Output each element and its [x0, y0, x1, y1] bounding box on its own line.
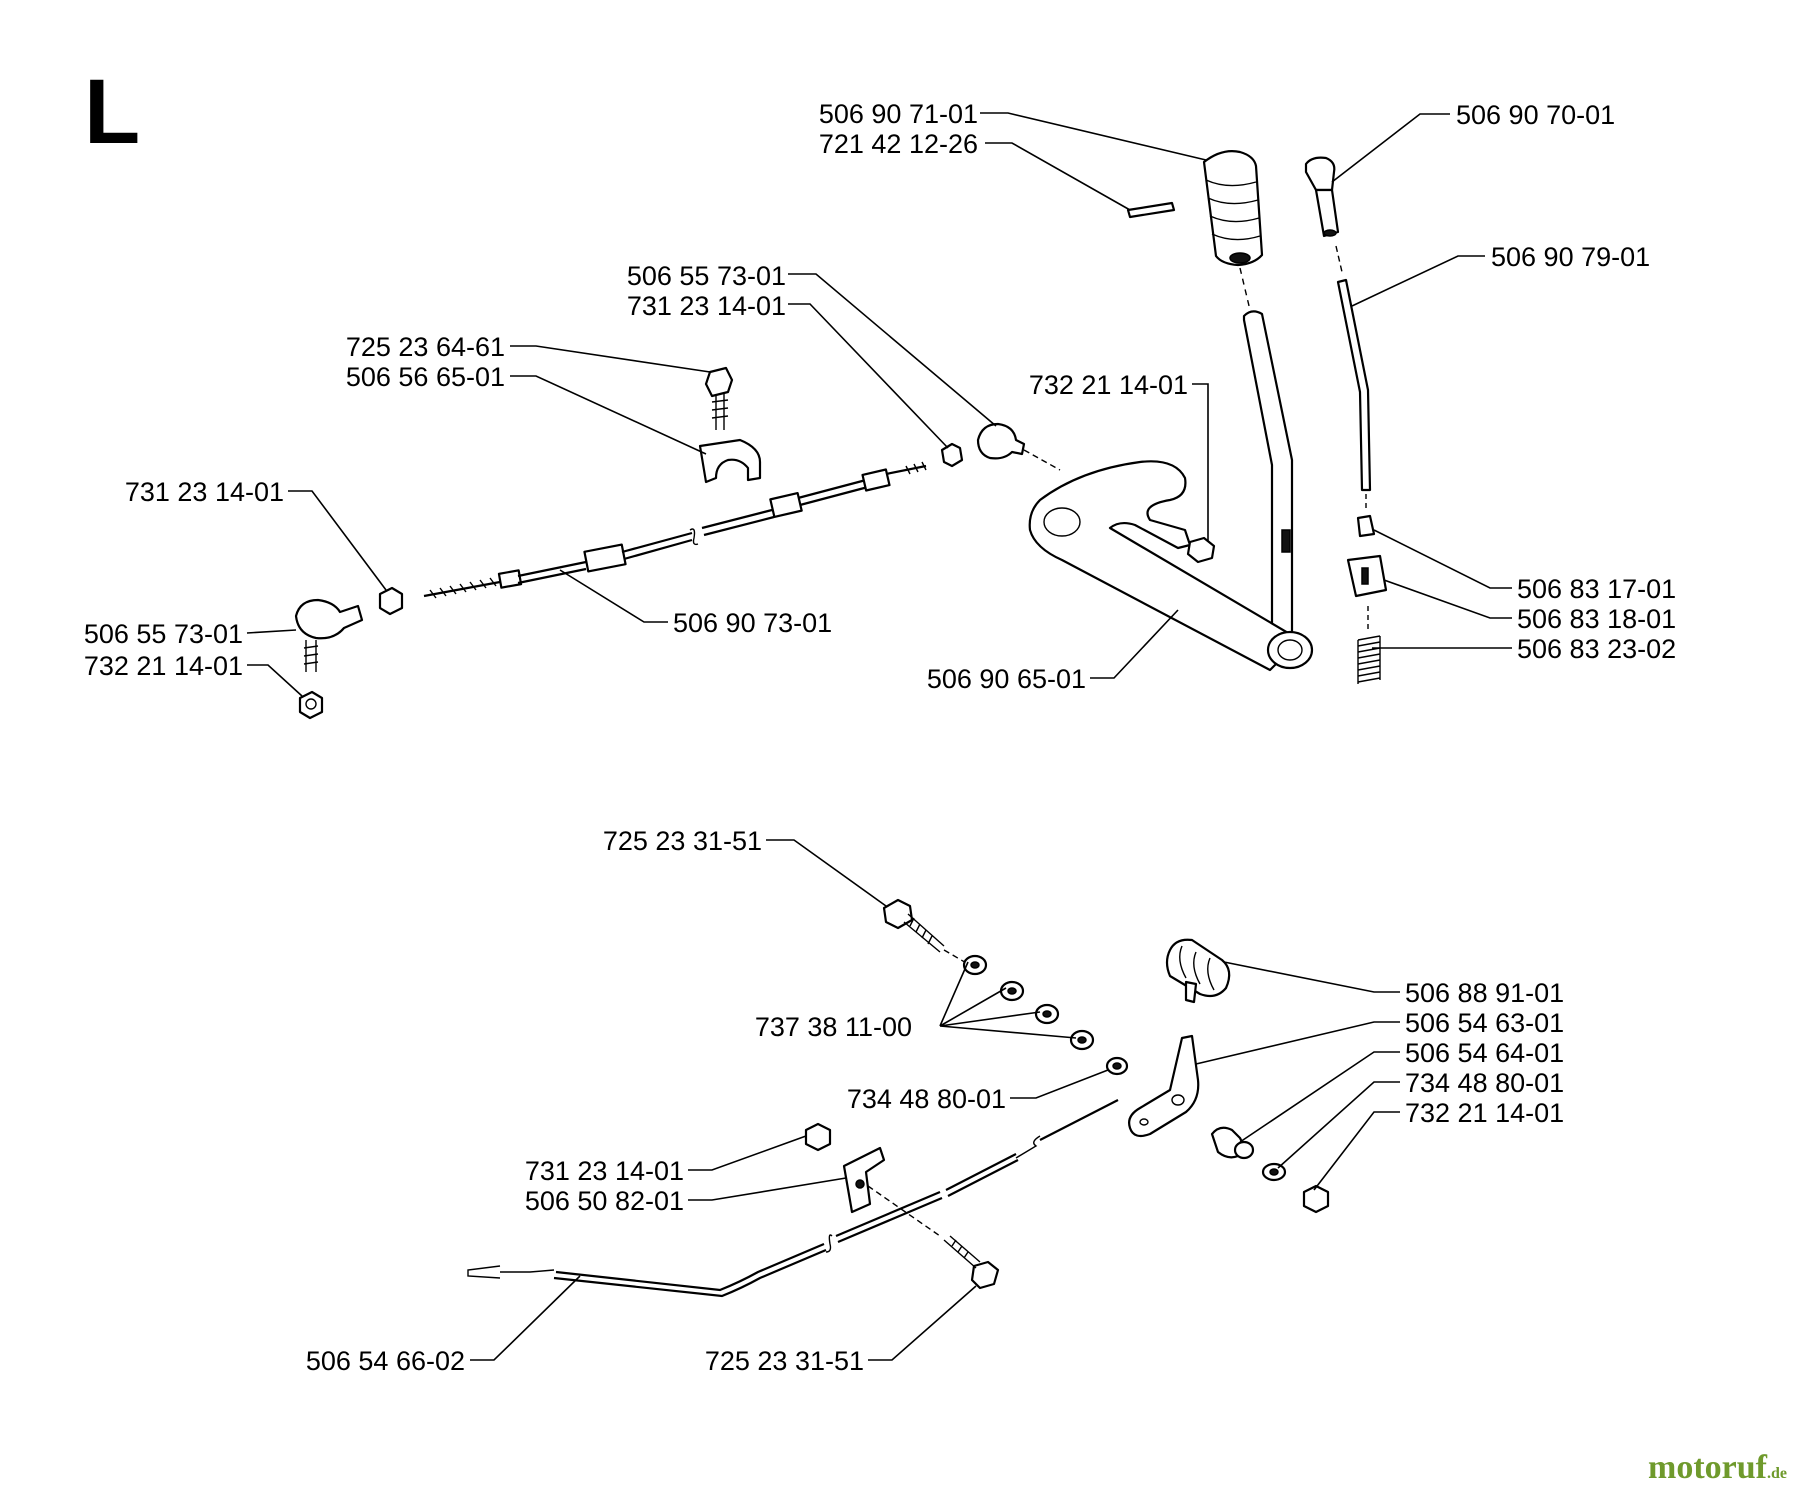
label-506-55-73-01-upper: 506 55 73-01	[627, 261, 786, 291]
lock-nut-lower	[298, 690, 324, 720]
ball-joint-upper	[976, 422, 1061, 471]
upper-leaders	[246, 112, 1512, 697]
label-725-23-64-61: 725 23 64-61	[346, 332, 505, 362]
label-731-23-14-01-lower: 731 23 14-01	[525, 1156, 684, 1186]
label-506-55-73-01-left: 506 55 73-01	[84, 619, 243, 649]
label-506-54-66-02: 506 54 66-02	[306, 1346, 465, 1376]
hex-nut-lower	[804, 1122, 832, 1152]
lower-parts	[467, 898, 1330, 1298]
sheet-letter: L	[84, 61, 140, 163]
label-506-54-64-01: 506 54 64-01	[1405, 1038, 1564, 1068]
lock-nut-right	[1302, 1184, 1330, 1214]
label-506-83-18-01: 506 83 18-01	[1517, 604, 1676, 634]
label-506-90-79-01: 506 90 79-01	[1491, 242, 1650, 272]
clamp-bolt	[704, 366, 734, 430]
label-732-21-14-01-upper: 732 21 14-01	[1029, 370, 1188, 400]
ball-joint-lower	[294, 598, 364, 672]
lever-shaft-tube	[1028, 460, 1314, 672]
lever-bracket	[1128, 1034, 1200, 1138]
gear-knob	[1202, 150, 1264, 267]
throttle-cable-lower	[467, 1099, 1119, 1298]
label-721-42-12-26: 721 42 12-26	[819, 129, 978, 159]
label-506-83-17-01: 506 83 17-01	[1517, 574, 1676, 604]
lower-leaders	[470, 839, 1400, 1361]
label-737-38-11-00: 737 38 11-00	[755, 1012, 912, 1042]
cable-bracket	[842, 1146, 886, 1214]
screw-right	[1304, 156, 1340, 238]
detent-plate	[1346, 554, 1388, 598]
lower-labels: 725 23 31-51 506 88 91-01 506 54 63-01 7…	[306, 826, 1564, 1376]
spring-washers	[962, 954, 1129, 1076]
cable-clamp	[698, 438, 762, 484]
throttle-cable-upper	[423, 461, 927, 599]
lever-knob-lower	[1165, 938, 1231, 1004]
rod-cap	[1356, 514, 1376, 538]
pivot-bushing	[1210, 1126, 1255, 1160]
label-734-48-80-01-center: 734 48 80-01	[847, 1084, 1006, 1114]
label-506-50-82-01: 506 50 82-01	[525, 1186, 684, 1216]
upper-parts	[294, 150, 1388, 720]
label-732-21-14-01-left: 732 21 14-01	[84, 651, 243, 681]
detent-spring	[1357, 606, 1381, 684]
label-731-23-14-01-left: 731 23 14-01	[125, 477, 284, 507]
bolt-upper	[882, 898, 969, 965]
cable-nut-lower	[378, 586, 404, 616]
label-506-90-71-01: 506 90 71-01	[819, 99, 978, 129]
label-506-90-65-01: 506 90 65-01	[927, 664, 1086, 694]
watermark-logo: motoruf.de	[1648, 1449, 1787, 1486]
shift-lever	[1242, 310, 1294, 652]
label-506-56-65-01: 506 56 65-01	[346, 362, 505, 392]
label-725-23-31-51-top: 725 23 31-51	[603, 826, 762, 856]
bolt-lower	[867, 1185, 1000, 1290]
label-732-21-14-01-right: 732 21 14-01	[1405, 1098, 1564, 1128]
label-506-88-91-01: 506 88 91-01	[1405, 978, 1564, 1008]
label-506-90-73-01: 506 90 73-01	[673, 608, 832, 638]
watermark: motoruf.de	[1648, 1449, 1787, 1486]
upper-labels: 506 90 71-01 721 42 12-26 506 90 70-01 5…	[84, 99, 1676, 694]
control-rod	[1335, 245, 1372, 512]
label-506-54-63-01: 506 54 63-01	[1405, 1008, 1564, 1038]
label-506-90-70-01: 506 90 70-01	[1456, 100, 1615, 130]
shaft-nut	[1186, 536, 1216, 564]
label-506-83-23-02: 506 83 23-02	[1517, 634, 1676, 664]
label-734-48-80-01-right: 734 48 80-01	[1405, 1068, 1564, 1098]
cable-nut-upper	[940, 442, 964, 468]
label-725-23-31-51-bottom: 725 23 31-51	[705, 1346, 864, 1376]
label-731-23-14-01-upper: 731 23 14-01	[627, 291, 786, 321]
roll-pin	[1126, 201, 1176, 219]
